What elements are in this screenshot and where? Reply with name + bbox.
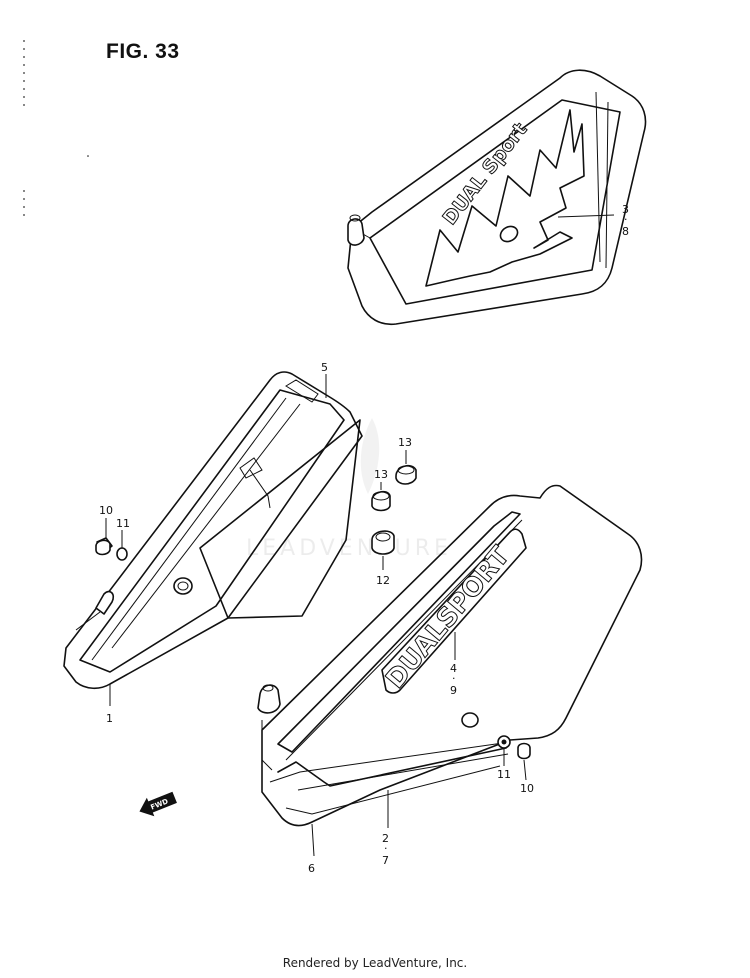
callout-9: 9 [450, 684, 457, 697]
left-frame-cover [63, 371, 363, 706]
grommet-hole [499, 225, 519, 243]
callout-11-left: 11 [116, 517, 130, 530]
grommet-hole [461, 712, 479, 728]
figure-title: FIG. 33 [106, 40, 180, 63]
callout-3: 3 [622, 203, 629, 216]
callout-10-left: 10 [99, 504, 113, 517]
screw-and-washer-left [95, 518, 128, 561]
callout-5: 5 [321, 361, 328, 374]
flame-graphic [425, 109, 585, 287]
leader-3 [557, 214, 615, 218]
upper-frame-cover: DUAL Sport [347, 69, 647, 326]
watermark: LEADVENTURE [246, 418, 452, 561]
upper-decal-text: DUAL Sport [439, 119, 532, 229]
callout-8: 8 [622, 225, 629, 238]
screw-and-washer-right [497, 735, 531, 781]
callout-7: 7 [382, 854, 389, 867]
callout-sep-2: · [384, 842, 388, 855]
callout-sep-3: · [624, 213, 628, 226]
footer-credit: Rendered by LeadVenture, Inc. [282, 956, 468, 970]
callout-11-right: 11 [497, 768, 511, 781]
callout-4: 4 [450, 662, 457, 675]
leader-6 [311, 823, 315, 857]
callout-sep-4: · [452, 672, 456, 685]
callout-6: 6 [308, 862, 315, 875]
callout-13-lower: 13 [374, 468, 388, 481]
watermark-text: LEADVENTURE [246, 536, 452, 561]
grommets [371, 450, 417, 570]
fwd-arrow-icon: FWD [139, 791, 177, 817]
callout-13-upper: 13 [398, 436, 412, 449]
decal-panel [381, 528, 527, 694]
lower-decal-text: DUALSPORT [380, 541, 516, 695]
margin-marks [23, 40, 89, 220]
callout-1: 1 [106, 712, 113, 725]
grommet-hole [173, 577, 193, 595]
callout-10-right: 10 [520, 782, 534, 795]
callout-2: 2 [382, 832, 389, 845]
callout-12: 12 [376, 574, 390, 587]
